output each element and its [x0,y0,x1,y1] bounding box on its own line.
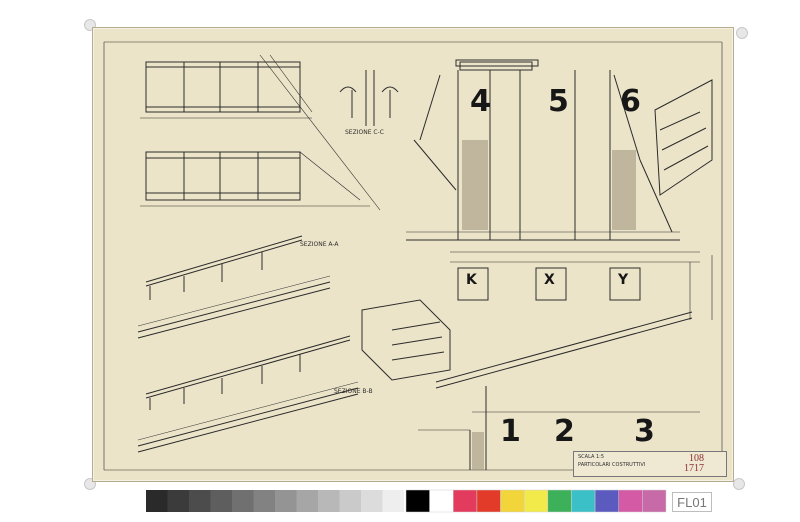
color-patch [405,489,430,513]
gray-scale-patches [146,490,404,512]
color-patch [429,489,454,513]
gray-patch [167,490,189,512]
pin-top-right [736,27,748,39]
gray-patch [339,490,361,512]
gray-patch [318,490,340,512]
section-label-c: SEZIONE C-C [345,129,384,136]
detail-number-1: 1 [500,414,521,449]
document-number: 108 1717 [684,454,704,474]
detail-number-5: 5 [548,84,569,119]
archive-tag: FL01 [672,492,712,512]
color-patch [476,489,501,513]
detail-number-3: 3 [634,414,655,449]
document-number-sub: 1717 [684,463,704,474]
gray-patch [253,490,275,512]
color-patch [618,489,643,513]
section-label-a: SEZIONE A-A [300,241,339,248]
pin-bottom-right [733,478,745,490]
color-patch [571,489,596,513]
color-patches [405,489,667,513]
color-patch [453,489,478,513]
gray-patch [189,490,211,512]
document-number-main: 108 [689,453,704,464]
color-patch [642,489,667,513]
detail-number-6: 6 [620,84,641,119]
gray-patch [210,490,232,512]
title-block: SCALA 1:5 PARTICOLARI COSTRUTTIVI [573,451,727,477]
color-patch [594,489,619,513]
detail-letter-x: X [544,272,555,288]
gray-patch [232,490,254,512]
gray-patch [296,490,318,512]
drawing-sheet [92,27,734,482]
detail-letter-k: K [466,272,477,288]
color-patch [547,489,572,513]
title-block-line-2: PARTICOLARI COSTRUTTIVI [578,462,646,468]
section-label-b: SEZIONE B-B [334,388,373,395]
gray-patch [382,490,404,512]
detail-number-4: 4 [470,84,491,119]
title-block-line-1: SCALA 1:5 [578,454,605,460]
color-patch [523,489,549,513]
gray-patch [361,490,383,512]
gray-patch [275,490,297,512]
detail-letter-y: Y [618,272,629,288]
detail-number-2: 2 [554,414,575,449]
color-patch [500,489,525,513]
gray-patch [146,490,168,512]
